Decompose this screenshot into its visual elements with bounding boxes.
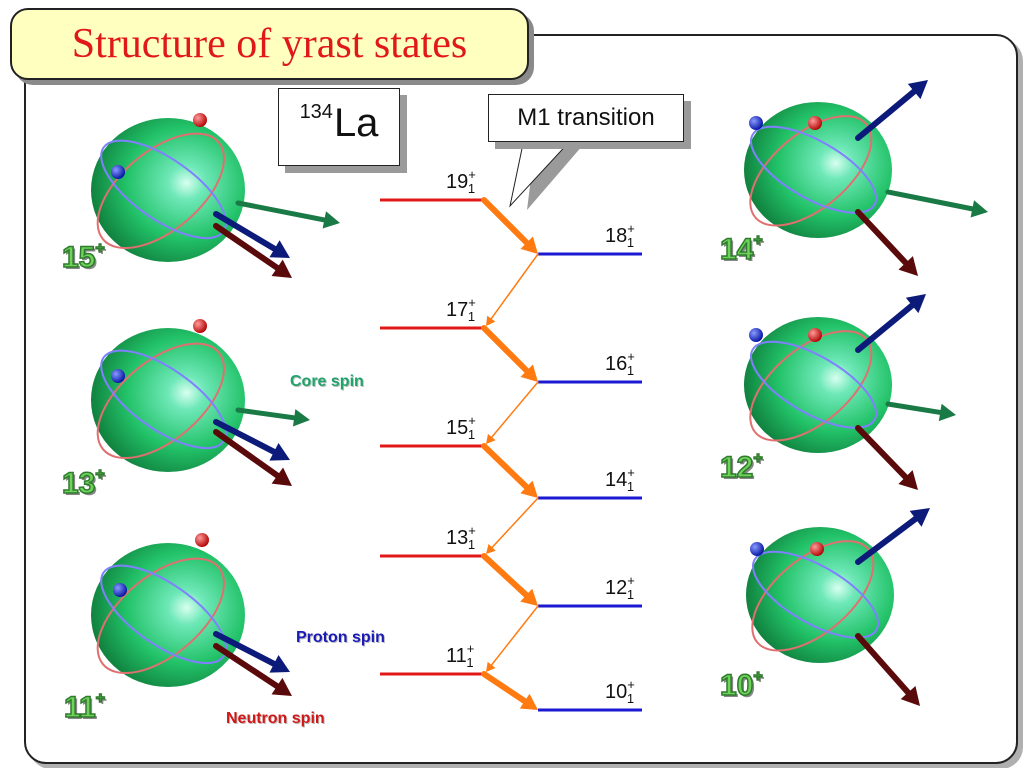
m1-transition-arrow (481, 553, 538, 606)
nucleus-figure (91, 533, 292, 696)
state-label-left-1: 15+ (61, 239, 105, 275)
state-label-left-3: 11+ (63, 689, 106, 725)
core-spin-arrow (235, 200, 340, 229)
proton-spin-arrow (213, 211, 290, 258)
neutron-orbit (96, 132, 225, 250)
proton-spin-arrow (213, 631, 290, 673)
proton-spin-arrow (855, 80, 928, 141)
neutron-orbit (96, 342, 225, 460)
proton-spin-label: Proton spin (296, 629, 385, 646)
neutron-spin-arrow (855, 633, 920, 706)
m1-transition-thin-arrow (486, 253, 539, 326)
proton-spin-arrow (213, 419, 290, 461)
neutron-orbit (749, 330, 873, 442)
nucleus-core (91, 328, 245, 472)
neutron-particle (808, 328, 822, 342)
neutron-particle (193, 319, 207, 333)
core-spin-arrow (885, 189, 988, 218)
nucleus-label: 134La (279, 101, 399, 146)
m1-callout: M1 transition (488, 94, 684, 142)
neutron-particle (808, 116, 822, 130)
nucleus-figure (91, 113, 340, 278)
neutron-orbit (749, 115, 873, 227)
proton-orbit (100, 564, 227, 665)
element-symbol: La (333, 101, 379, 145)
level-label-even: 16+1 (605, 349, 635, 378)
level-label-odd: 11+1 (446, 641, 474, 670)
page-title: Structure of yrast states (71, 21, 468, 67)
proton-orbit (750, 125, 878, 214)
m1-transition-thin-arrow (486, 381, 539, 444)
title-banner: Structure of yrast states (10, 8, 529, 80)
m1-transition-thin-arrow (486, 497, 539, 554)
neutron-orbit (751, 540, 875, 652)
proton-spin-arrow (855, 294, 926, 353)
proton-particle (749, 116, 763, 130)
state-label-left-2: 13+ (61, 465, 105, 501)
level-label-even: 18+1 (605, 221, 635, 250)
level-label-odd: 19+1 (446, 167, 476, 196)
proton-orbit (752, 550, 880, 639)
proton-spin-arrow (855, 508, 930, 565)
nucleus-figure (744, 80, 988, 276)
proton-particle (750, 542, 764, 556)
proton-particle (111, 165, 125, 179)
neutron-particle (193, 113, 207, 127)
neutron-spin-arrow (855, 425, 918, 490)
m1-transition-arrow (481, 197, 538, 254)
core-spin-arrow (235, 407, 310, 427)
m1-transition-arrow (481, 671, 538, 710)
proton-orbit (100, 349, 227, 450)
nucleus-figure (744, 294, 956, 490)
nuclei-layer (91, 80, 988, 706)
neutron-particle (810, 542, 824, 556)
nucleus-core (91, 118, 245, 262)
neutron-particle (195, 533, 209, 547)
state-label-right-1: 14+ (719, 231, 763, 267)
nucleus-figure (746, 508, 930, 706)
m1-transition-arrow (481, 443, 538, 498)
neutron-spin-arrow (213, 643, 292, 696)
level-label-even: 14+1 (605, 465, 635, 494)
mass-number: 134 (299, 101, 333, 123)
state-label-right-3: 10+ (719, 667, 763, 703)
level-label-odd: 17+1 (446, 295, 476, 324)
nucleus-core (744, 102, 892, 238)
core-spin-label: Core spin (290, 373, 364, 390)
nucleus-core (744, 317, 892, 453)
m1-callout-text: M1 transition (517, 104, 655, 131)
nucleus-core (91, 543, 245, 687)
neutron-spin-label: Neutron spin (226, 710, 325, 727)
state-label-right-2: 12+ (719, 449, 763, 485)
nucleus-figure (91, 319, 310, 486)
core-spin-arrow (885, 401, 956, 422)
m1-transition-thin-arrow (486, 605, 539, 672)
level-scheme: 19+1 17+1 15+1 13+1 11+1 18+1 16+1 14+1 12+1 10+1 (380, 138, 642, 712)
neutron-spin-arrow (213, 223, 292, 278)
nucleus-label-box: 134La (278, 88, 400, 166)
level-label-odd: 13+1 (446, 523, 476, 552)
callout-pointer (509, 138, 574, 208)
proton-particle (113, 583, 127, 597)
neutron-spin-arrow (855, 209, 918, 276)
neutron-orbit (96, 557, 225, 675)
proton-particle (111, 369, 125, 383)
proton-particle (749, 328, 763, 342)
m1-transition-arrow (481, 325, 538, 382)
neutron-spin-arrow (213, 429, 292, 486)
level-label-odd: 15+1 (446, 413, 476, 442)
level-label-even: 10+1 (605, 677, 635, 706)
proton-orbit (750, 340, 878, 429)
level-label-even: 12+1 (605, 573, 635, 602)
